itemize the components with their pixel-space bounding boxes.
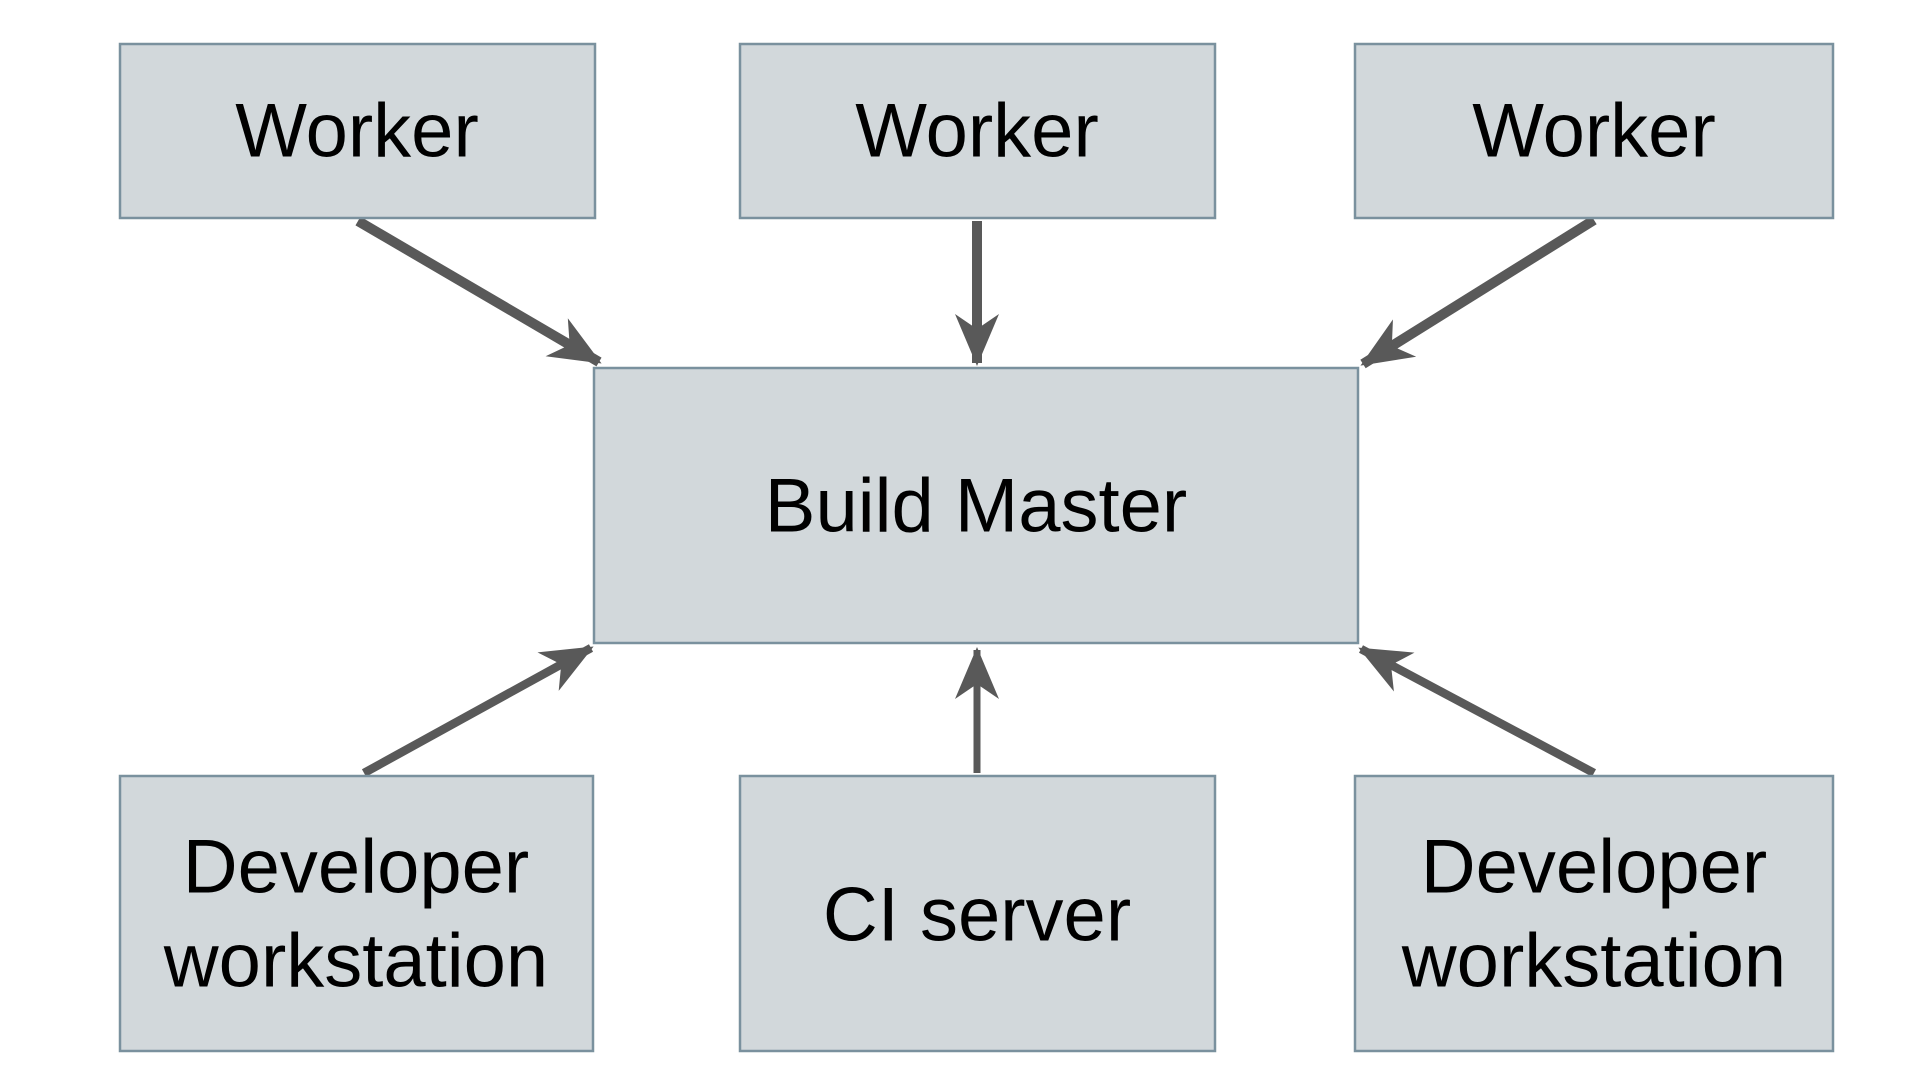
edge-worker-right-to-build-master bbox=[1360, 215, 1597, 369]
worker-top-left-label: Worker bbox=[235, 89, 479, 174]
ci-server-box bbox=[738, 774, 1217, 1053]
worker-top-right-box bbox=[1353, 42, 1835, 220]
build-master-label: Build Master bbox=[765, 464, 1187, 549]
edge-dev-workstation-left-to-build-master bbox=[361, 644, 594, 777]
developer-workstation-left-label-line1: Developer bbox=[183, 825, 529, 910]
node-worker-top-middle: Worker bbox=[738, 42, 1217, 220]
node-worker-top-left: Worker bbox=[118, 42, 597, 220]
node-worker-top-right: Worker bbox=[1353, 42, 1835, 220]
worker-top-left-box bbox=[118, 42, 597, 220]
worker-top-middle-label: Worker bbox=[855, 89, 1099, 174]
node-ci-server: CI server bbox=[738, 774, 1217, 1053]
edge-worker-left-to-build-master bbox=[355, 216, 602, 367]
build-master-box bbox=[592, 366, 1360, 645]
developer-workstation-left-box bbox=[118, 774, 595, 1053]
developer-workstation-right-label-line1: Developer bbox=[1421, 825, 1767, 910]
node-build-master: Build Master bbox=[592, 366, 1360, 645]
worker-top-middle-box bbox=[738, 42, 1217, 220]
developer-workstation-right-box bbox=[1353, 774, 1835, 1053]
developer-workstation-left-label-line2: workstation bbox=[163, 919, 548, 1004]
ci-server-label: CI server bbox=[823, 873, 1131, 958]
edge-dev-workstation-right-to-build-master bbox=[1358, 645, 1596, 777]
node-developer-workstation-right: Developer workstation bbox=[1353, 774, 1835, 1053]
worker-top-right-label: Worker bbox=[1472, 89, 1716, 174]
node-developer-workstation-left: Developer workstation bbox=[118, 774, 595, 1053]
developer-workstation-right-label-line2: workstation bbox=[1401, 919, 1786, 1004]
